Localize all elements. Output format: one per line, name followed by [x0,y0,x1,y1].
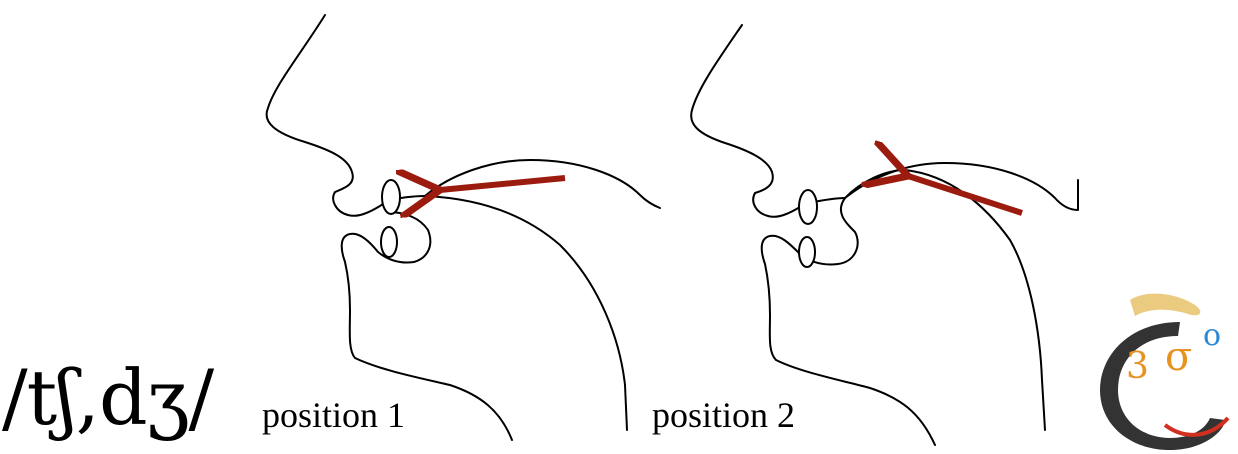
logo: 3 σ o [1100,294,1228,450]
palate-line-2 [845,163,1078,210]
head-profile-position-1 [267,15,660,440]
face-outline-1 [267,15,425,216]
logo-swash-gold [1130,294,1200,316]
phoneme-label: /tʃ,dʒ/ [2,360,213,436]
lower-tooth-2 [799,237,815,267]
tongue-movement-arrow-2 [908,176,1022,213]
logo-glyph-o: o [1203,318,1221,353]
tongue-line-1 [425,196,627,430]
tongue-movement-arrow-1 [440,178,565,190]
palate-line-1 [425,160,660,208]
position-1-label: position 1 [262,397,405,433]
position-2-label: position 2 [652,397,795,433]
logo-glyph-sigma: σ [1165,334,1192,380]
face-outline-2 [691,25,845,217]
upper-tooth-1 [382,180,400,214]
lower-tooth-1 [381,227,397,257]
head-profile-position-2 [691,25,1078,445]
logo-glyph-3: 3 [1126,346,1149,387]
upper-tooth-2 [799,190,817,224]
